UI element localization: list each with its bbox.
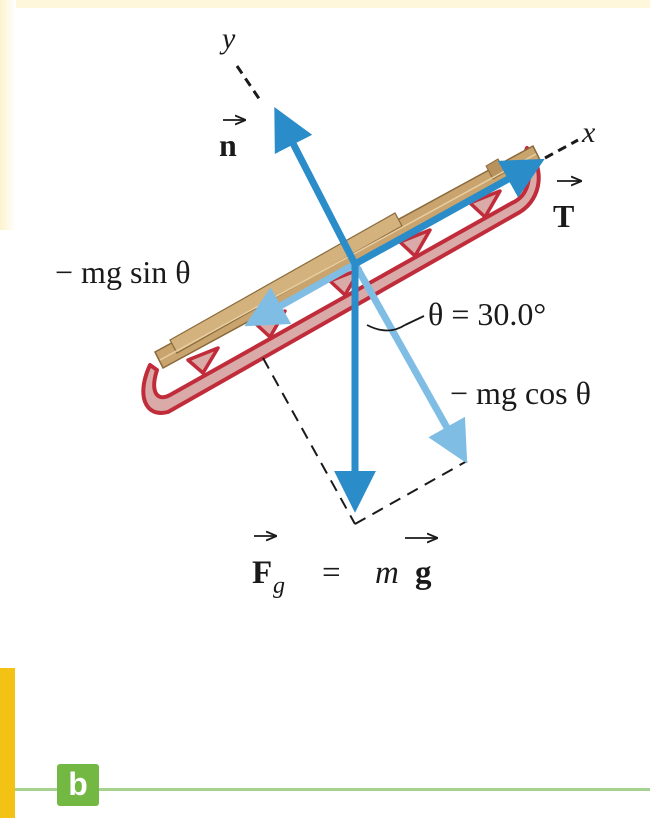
svg-text:m: m xyxy=(375,555,399,591)
divider-line xyxy=(15,788,650,791)
panel-label-badge: b xyxy=(57,764,99,806)
perpendicular-component-label: − mg cos θ xyxy=(450,375,591,411)
svg-text:=: = xyxy=(322,555,341,591)
accent-bar xyxy=(0,668,15,818)
angle-arc xyxy=(366,324,406,332)
left-tint-strip xyxy=(0,0,16,230)
svg-text:T: T xyxy=(553,198,574,234)
x-axis-label: x xyxy=(581,116,596,149)
sled xyxy=(141,144,542,415)
y-axis-line xyxy=(235,65,264,104)
y-axis-label: y xyxy=(219,22,236,55)
normal-force-label: n xyxy=(219,120,244,163)
dashed-construction-right xyxy=(354,460,468,525)
svg-text:F: F xyxy=(252,555,272,591)
svg-text:g: g xyxy=(415,555,432,591)
angle-leader xyxy=(404,315,425,326)
parallel-component-label: − mg sin θ xyxy=(55,254,191,290)
normal-force-arrow xyxy=(274,107,359,266)
svg-text:g: g xyxy=(273,573,285,599)
component-perpendicular-arrow xyxy=(351,262,468,464)
sled-struts xyxy=(186,189,502,375)
tension-arrow xyxy=(353,158,545,268)
svg-text:n: n xyxy=(219,127,237,163)
gravity-label: F g = m g xyxy=(252,536,436,599)
dashed-construction-left xyxy=(262,357,356,525)
angle-label: θ = 30.0° xyxy=(428,296,546,332)
x-axis-line xyxy=(544,138,579,160)
top-tint-band xyxy=(0,0,650,8)
component-parallel-arrow xyxy=(244,260,357,327)
tension-label: T xyxy=(553,181,580,234)
sled-runner xyxy=(141,146,541,415)
